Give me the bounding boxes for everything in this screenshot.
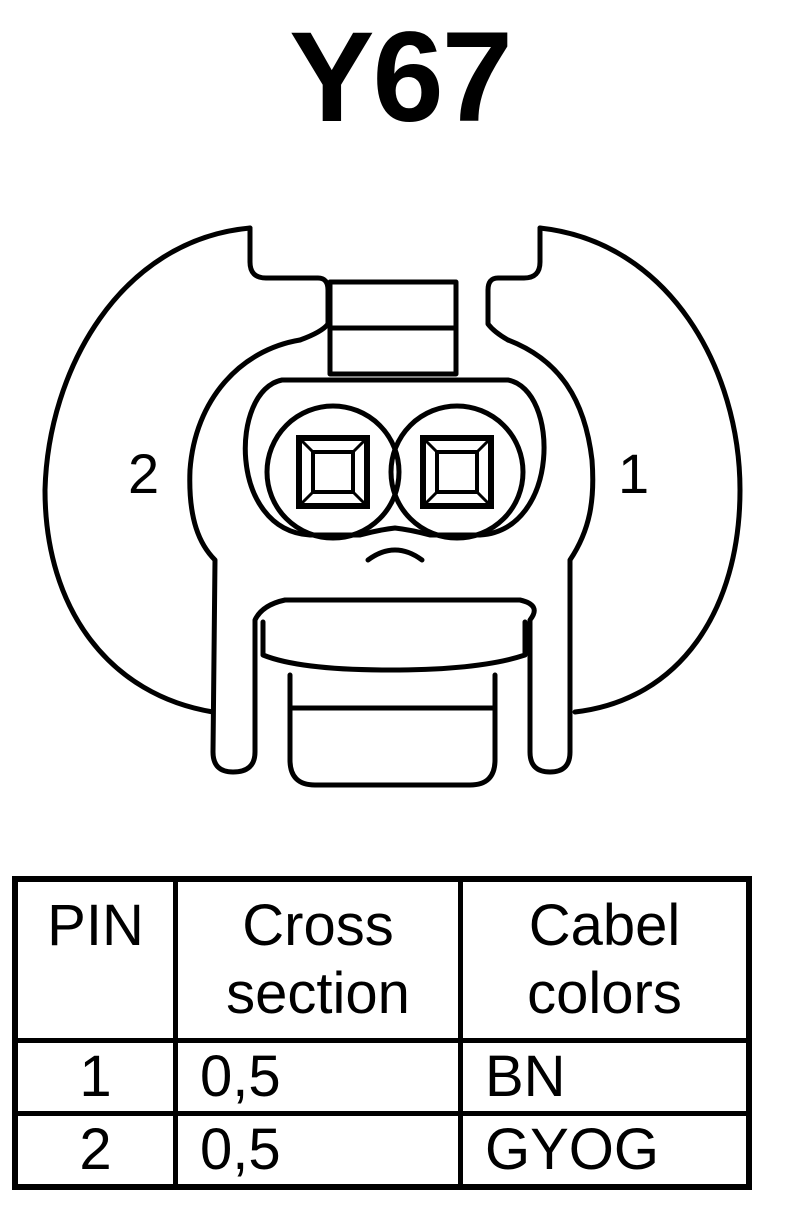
cell-color: BN <box>458 1037 752 1116</box>
table-row: 2 0,5 GYOG <box>12 1110 752 1190</box>
cell-cross-section: 0,5 <box>173 1110 463 1190</box>
cell-color: GYOG <box>458 1110 752 1190</box>
housing-outline <box>42 225 743 715</box>
header-cable-colors: Cabel colors <box>458 876 752 1043</box>
inner-body <box>187 337 596 775</box>
lower-slot <box>287 672 498 788</box>
header-pin: PIN <box>12 876 178 1043</box>
terminal-ring-1 <box>388 403 526 541</box>
cavity-outline <box>242 377 547 538</box>
lower-tab <box>260 619 528 673</box>
connector-diagram: 2 1 <box>0 200 800 820</box>
table-row: 1 0,5 BN <box>12 1037 752 1116</box>
terminal-ring-2 <box>264 403 402 541</box>
cavity-notch <box>365 547 425 563</box>
pin-label-2: 2 <box>128 442 160 505</box>
cell-pin: 2 <box>12 1110 178 1190</box>
pin-label-1: 1 <box>618 442 650 505</box>
pin-table: PIN Cross section Cabel colors 1 0,5 BN … <box>12 876 752 1190</box>
latch-outline <box>247 225 543 343</box>
pin-table-header: PIN Cross section Cabel colors <box>12 876 752 1043</box>
connector-drawing <box>42 225 743 788</box>
cell-cross-section: 0,5 <box>173 1037 463 1116</box>
connector-title: Y67 <box>289 6 513 149</box>
cell-pin: 1 <box>12 1037 178 1116</box>
header-cross-section: Cross section <box>173 876 463 1043</box>
